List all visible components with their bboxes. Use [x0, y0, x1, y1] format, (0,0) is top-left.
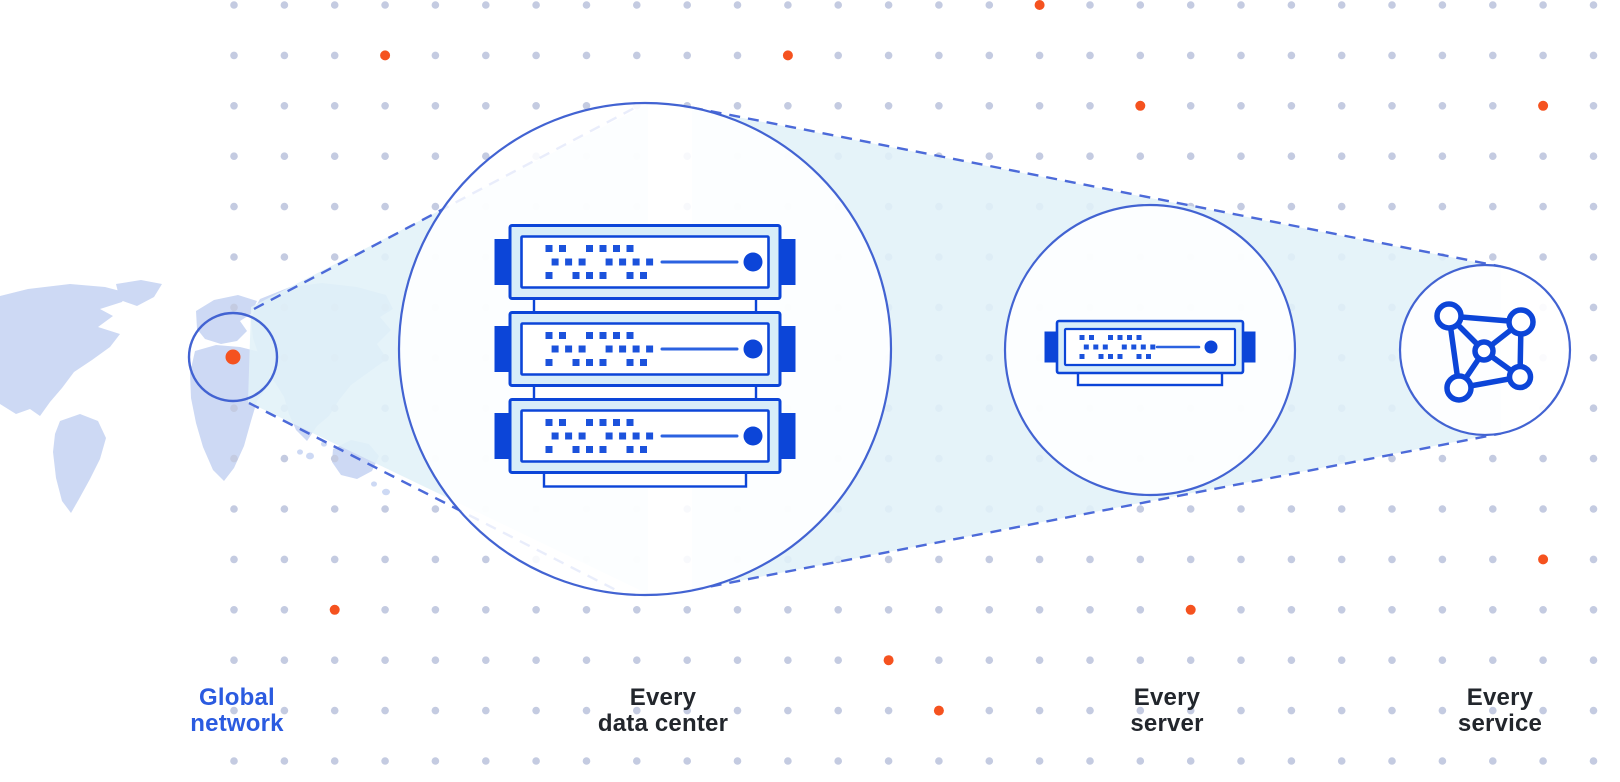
server-icon [1044, 319, 1256, 387]
network-mesh-icon [1434, 301, 1536, 403]
label-line: data center [597, 710, 729, 737]
globe-focus-circle [187, 311, 279, 403]
label-line: server [1130, 710, 1204, 737]
label-line: Global [199, 684, 275, 711]
label-line: Every [629, 684, 697, 711]
stage-label-every-server: Every server [1130, 685, 1203, 737]
stage-label-every-service: Every service [1458, 685, 1542, 737]
label-line: Every [1133, 684, 1201, 711]
stage-label-global-network: Global network [190, 685, 283, 737]
stage-label-every-data-center: Every data center [598, 685, 728, 737]
label-line: service [1457, 710, 1543, 737]
label-line: Every [1466, 684, 1534, 711]
location-dot-icon [225, 349, 241, 365]
server-rack-icon [494, 224, 796, 488]
label-line: network [190, 710, 284, 737]
